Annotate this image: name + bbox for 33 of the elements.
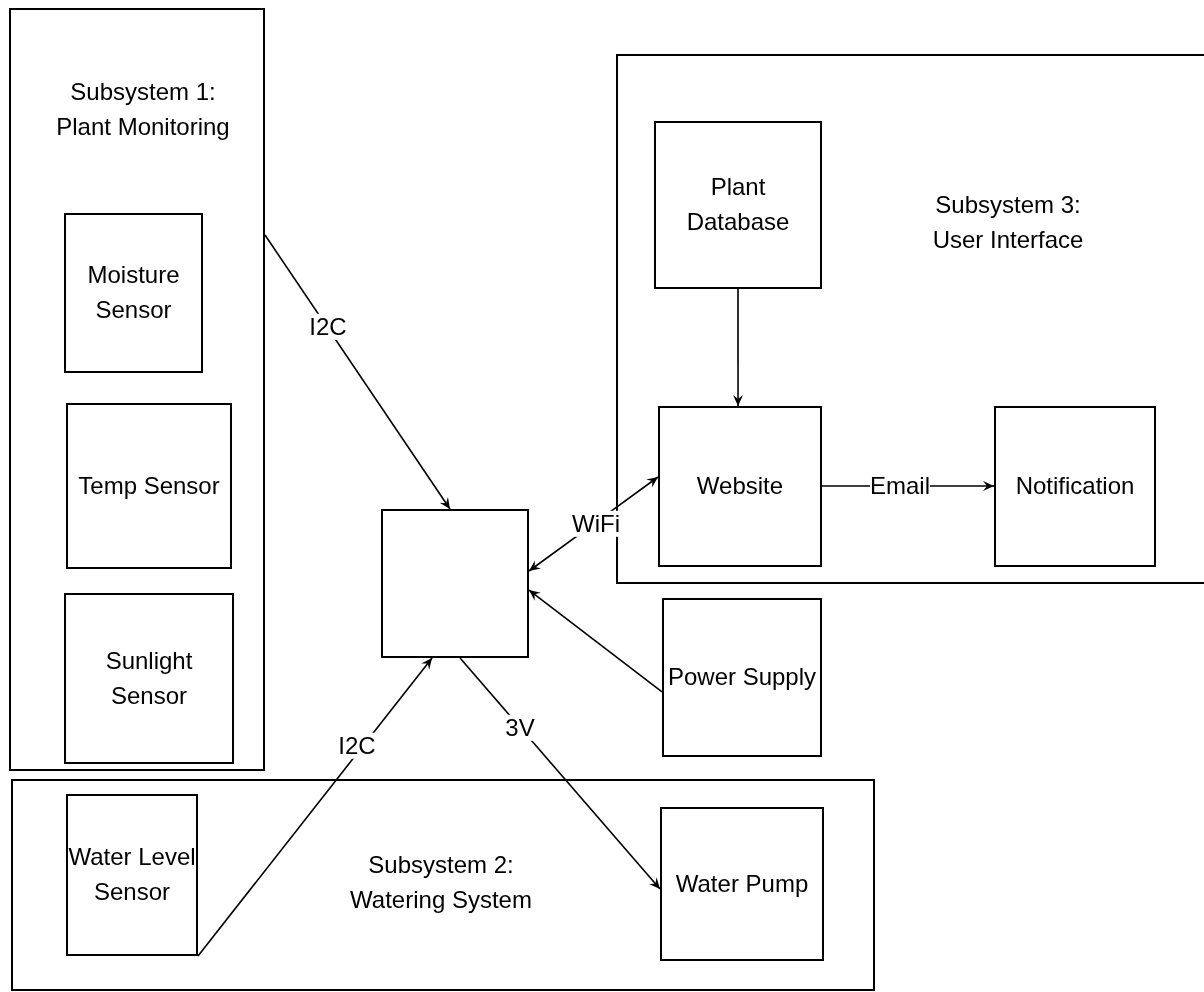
component-label: Temp Sensor — [78, 470, 220, 501]
component-box — [66, 403, 232, 569]
subsystem-title: Subsystem 2: Watering System — [349, 850, 533, 915]
component-box — [994, 406, 1156, 567]
edge-label: I2C — [338, 732, 376, 760]
component-label: Water Level Sensor — [68, 842, 196, 907]
component-label: Power Supply — [667, 662, 817, 693]
subsystem-container — [9, 8, 265, 771]
subsystem-title: Subsystem 3: User Interface — [931, 190, 1085, 255]
component-box — [64, 213, 203, 373]
edge-label: 3V — [505, 714, 535, 742]
component-box — [660, 807, 824, 961]
component-label: Water Pump — [675, 868, 809, 899]
arrow — [459, 657, 661, 890]
edge-label: I2C — [309, 313, 347, 341]
component-box — [654, 121, 822, 289]
component-box — [66, 794, 198, 956]
edge-label: WiFi — [572, 510, 620, 538]
arrow — [733, 288, 744, 407]
component-label: Notification — [1015, 471, 1135, 502]
component-label: Plant Database — [685, 172, 791, 237]
subsystem-container — [11, 779, 875, 991]
component-box — [64, 593, 234, 764]
component-label: Website — [696, 471, 784, 502]
component-label: Moisture Sensor — [86, 260, 181, 325]
arrow — [264, 234, 451, 510]
arrow — [528, 589, 663, 693]
component-box — [662, 598, 822, 757]
subsystem-title: Subsystem 1: Plant Monitoring — [55, 77, 231, 142]
component-box — [658, 406, 822, 567]
component-box — [381, 509, 529, 658]
arrow — [197, 657, 433, 957]
component-label: Sunlight Sensor — [104, 645, 194, 711]
